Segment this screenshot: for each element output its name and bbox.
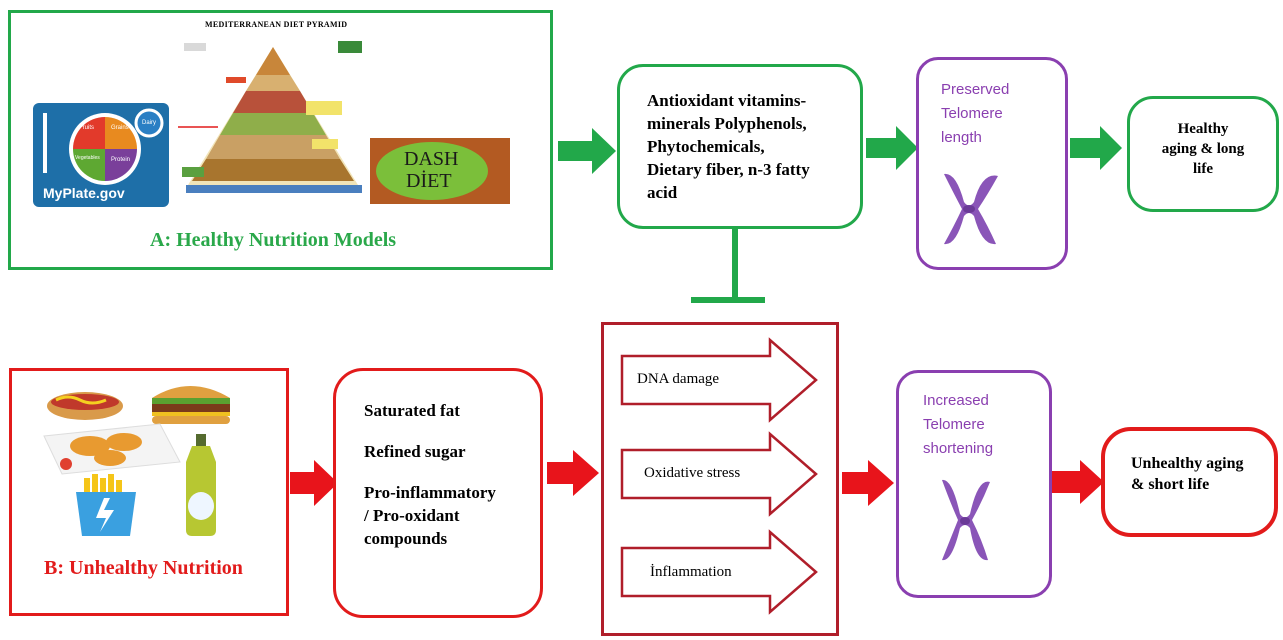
healthy-models-caption: A: Healthy Nutrition Models: [150, 229, 397, 251]
fork-icon: [43, 113, 47, 173]
nutrients-line-1: Antioxidant vitamins-: [647, 91, 807, 110]
compound-refined-sugar: Refined sugar: [364, 442, 466, 461]
dash-diet-badge: [376, 142, 488, 200]
burger-icon: [152, 386, 230, 424]
soda-bottle-icon: [186, 434, 216, 536]
pyramid-tag: [226, 77, 246, 83]
plate-label-vegetables: Vegetables: [75, 155, 100, 161]
plate-protein-section: [105, 149, 137, 181]
mechanism-oxidative-stress: Oxidative stress: [644, 465, 741, 481]
dash-diet-image: DASH DİET: [370, 138, 510, 204]
mechanism-arrow-inflammation: [620, 529, 818, 615]
plate-fruits-section: [73, 117, 105, 149]
plate-vegetables-section: [73, 149, 105, 181]
dash-text-line-2: DİET: [406, 170, 452, 192]
pyramid-tag: [182, 167, 204, 177]
pyramid-tier-poultry: [233, 91, 313, 113]
compound-pro-inflammatory: Pro-inflammatory: [364, 483, 496, 502]
harmful-compounds-box: Saturated fat Refined sugar Pro-inflamma…: [333, 368, 543, 618]
red-arrow-3: [842, 460, 894, 506]
myplate-label: MyPlate.gov: [43, 185, 125, 201]
mechanism-inflammation: İnflammation: [650, 564, 732, 580]
pyramid-tier-meat: [246, 75, 300, 91]
protective-nutrients-box: Antioxidant vitamins- minerals Polypheno…: [617, 64, 863, 229]
nutrients-line-5: acid: [647, 183, 678, 202]
green-arrow-2: [866, 126, 918, 170]
telomere-shortening-box: Increased Telomere shortening: [896, 370, 1052, 598]
pyramid-tier-sweets: [256, 47, 290, 75]
myplate-image: Fruits Grains Vegetables Protein Dairy M…: [33, 103, 169, 207]
preserved-telomere-line-2: Telomere: [941, 105, 1003, 122]
shortening-line-1: Increased: [923, 392, 989, 409]
pyramid-side-label: [338, 41, 362, 53]
healthy-outcome-line-1: Healthy: [1177, 121, 1229, 137]
healthy-outcome-line-2: aging & long: [1161, 141, 1245, 157]
plate-label-dairy: Dairy: [142, 120, 157, 126]
pyramid-base-activity: [186, 185, 362, 193]
nutrients-line-2: minerals Polyphenols,: [647, 114, 807, 133]
pyramid-tier-fruits-veg: [206, 135, 340, 159]
dash-text-line-1: DASH: [404, 148, 459, 170]
chicken-plate-icon: [43, 423, 181, 475]
compound-pro-oxidant: / Pro-oxidant: [364, 506, 460, 525]
red-arrow-2: [547, 450, 599, 496]
unhealthy-outcome-line-2: & short life: [1131, 476, 1210, 493]
pyramid-tag: [312, 139, 338, 149]
healthy-outcome-line-3: life: [1193, 161, 1213, 177]
fries-icon: [76, 474, 136, 536]
compound-saturated-fat: Saturated fat: [364, 401, 460, 420]
green-arrow-1: [558, 128, 616, 174]
red-arrow-4: [1052, 460, 1104, 504]
unhealthy-nutrition-caption: B: Unhealthy Nutrition: [44, 557, 243, 579]
inhibition-connector: [691, 229, 765, 303]
plate-grains-section: [105, 117, 137, 149]
unhealthy-outcome-box: Unhealthy aging & short life: [1101, 427, 1278, 537]
preserved-telomere-line-3: length: [941, 129, 982, 146]
preserved-telomere-box: Preserved Telomere length: [916, 57, 1068, 270]
shortening-line-3: shortening: [923, 440, 994, 457]
nutrients-line-3: Phytochemicals,: [647, 137, 765, 156]
short-chromosome-icon: [942, 479, 990, 561]
plate-label-protein: Protein: [111, 157, 131, 163]
mechanism-dna-damage: DNA damage: [637, 371, 720, 387]
mediterranean-pyramid-graphic: [178, 41, 362, 193]
mechanism-arrow-oxidative-stress: [620, 431, 818, 517]
dairy-cup-icon: [134, 108, 164, 138]
myplate-graphic: [43, 108, 164, 185]
mechanism-arrow-dna-damage: [620, 337, 818, 423]
pyramid-title: MEDITERRANEAN DIET PYRAMID: [205, 20, 348, 29]
green-arrow-3: [1070, 126, 1122, 170]
pyramid-note: [184, 43, 206, 51]
hotdog-icon: [47, 392, 123, 420]
junk-food-graphic: [43, 386, 230, 536]
shortening-line-2: Telomere: [923, 416, 985, 433]
chromosome-icon: [944, 173, 998, 245]
healthy-outcome-box: Healthy aging & long life: [1127, 96, 1279, 212]
plate-label-fruits: Fruits: [79, 125, 94, 131]
pyramid-tag: [306, 101, 342, 115]
unhealthy-outcome-line-1: Unhealthy aging: [1131, 455, 1244, 472]
nutrients-line-4: Dietary fiber, n-3 fatty: [647, 160, 810, 179]
pyramid-tier-grains: [192, 159, 354, 181]
red-arrow-1: [290, 460, 338, 506]
compound-compounds: compounds: [364, 529, 448, 548]
preserved-telomere-line-1: Preserved: [941, 81, 1010, 98]
pyramid-tier-fish: [220, 113, 326, 135]
plate-label-grains: Grains: [111, 125, 129, 131]
